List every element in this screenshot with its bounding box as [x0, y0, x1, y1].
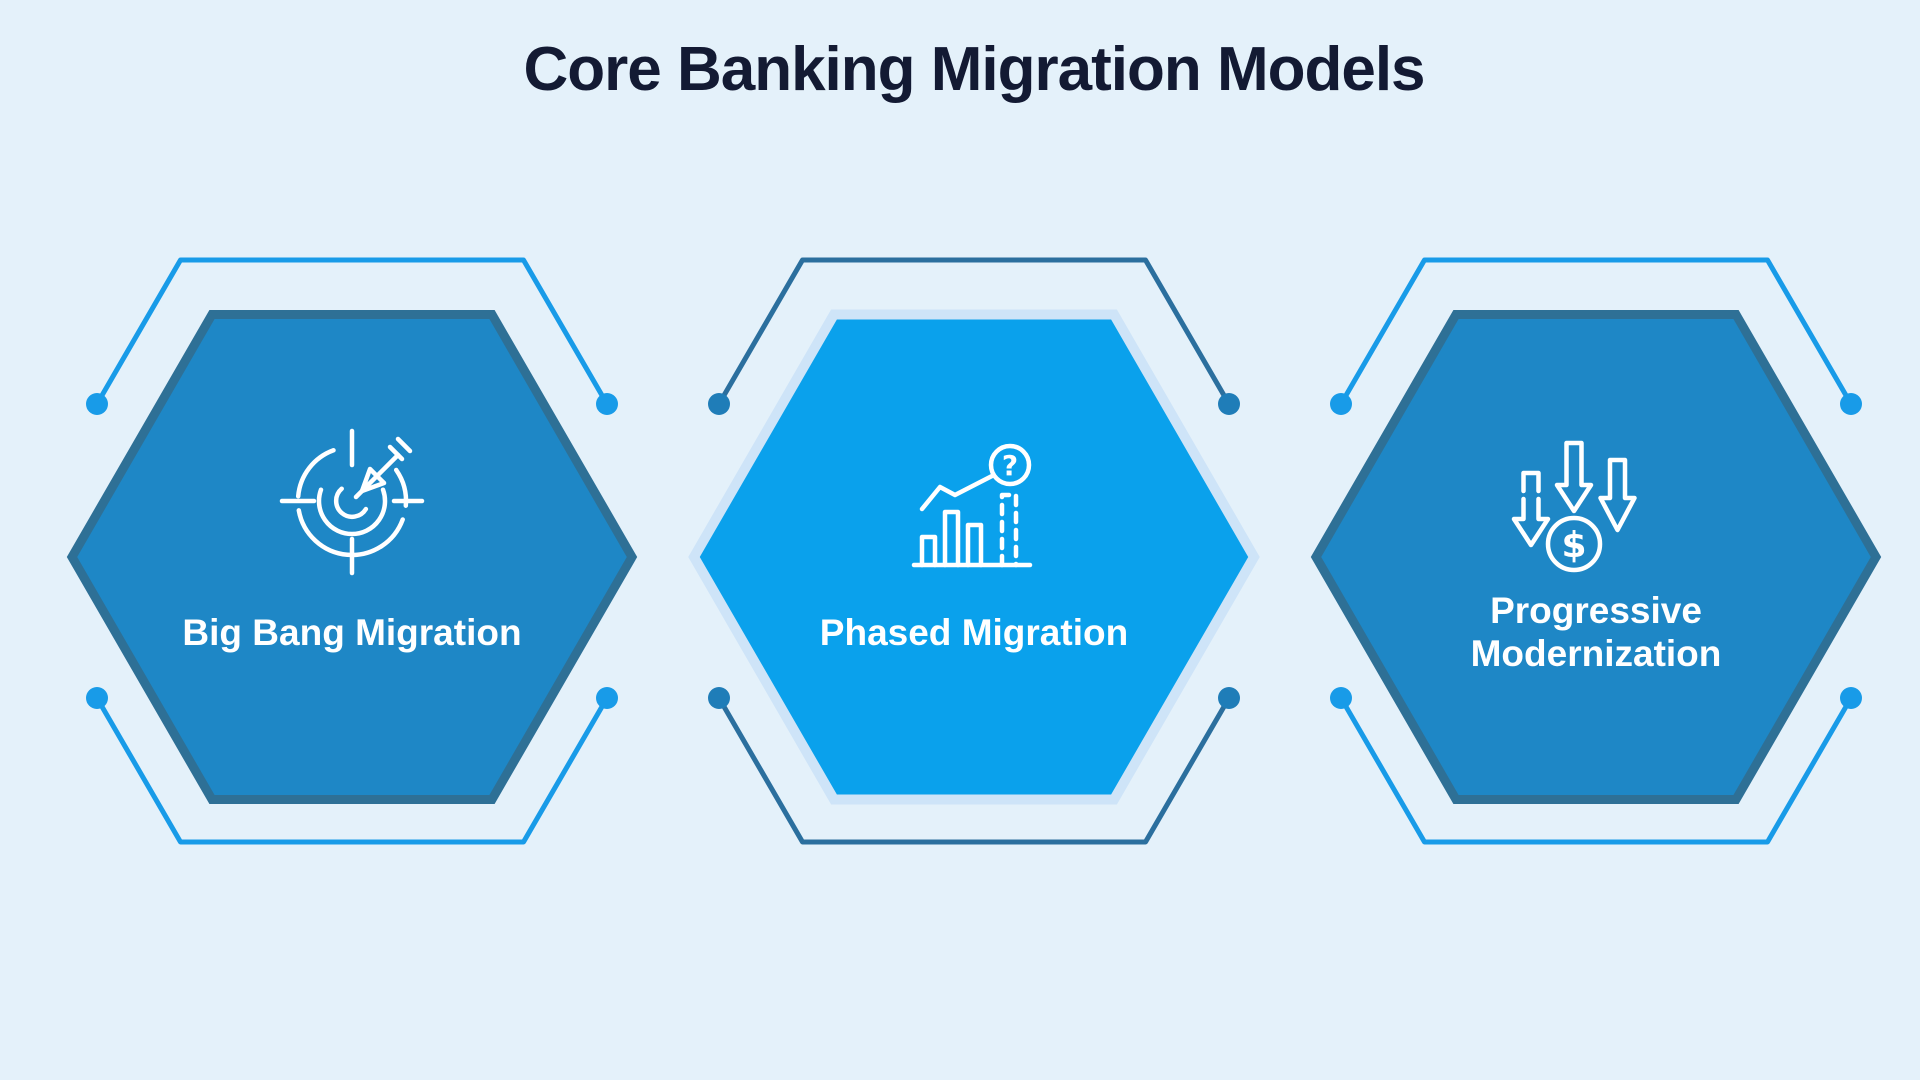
deco-line-top	[1338, 257, 1854, 407]
deco-dot	[596, 687, 618, 709]
cost-reduction-arrows-icon: $	[1511, 440, 1637, 573]
dollar-sign-glyph: $	[1561, 525, 1586, 566]
deco-dot	[1840, 687, 1862, 709]
card-label: Phased Migration	[819, 611, 1129, 653]
deco-dot	[1840, 393, 1862, 415]
deco-dot	[1218, 687, 1240, 709]
card-graphic: ?	[688, 257, 1260, 845]
card-graphic	[66, 257, 638, 845]
deco-dot	[708, 687, 730, 709]
card-label: Progressive Modernization	[1470, 590, 1722, 674]
deco-line-bottom	[716, 695, 1232, 845]
growth-chart-question-icon: ?	[911, 443, 1033, 568]
deco-line-bottom	[1338, 695, 1854, 845]
card-graphic: $	[1310, 257, 1882, 845]
page-title: Core Banking Migration Models	[523, 35, 1425, 104]
deco-dot	[1330, 393, 1352, 415]
deco-dot	[86, 393, 108, 415]
deco-line-bottom	[94, 695, 610, 845]
hexagon-shape	[688, 309, 1260, 805]
deco-dot	[86, 687, 108, 709]
deco-dot	[1330, 687, 1352, 709]
card-big-bang-migration: Big Bang Migration	[0, 167, 712, 947]
card-phased-migration: ? Phased Migration	[614, 167, 1334, 947]
deco-dot	[708, 393, 730, 415]
deco-line-top	[716, 257, 1232, 407]
question-mark-glyph: ?	[1002, 449, 1018, 482]
deco-dot	[1218, 393, 1240, 415]
deco-line-top	[94, 257, 610, 407]
card-label: Big Bang Migration	[182, 611, 522, 653]
card-progressive-modernization: $ Progressive Modernization	[1236, 167, 1920, 947]
deco-dot	[596, 393, 618, 415]
target-dart-icon	[279, 428, 425, 576]
